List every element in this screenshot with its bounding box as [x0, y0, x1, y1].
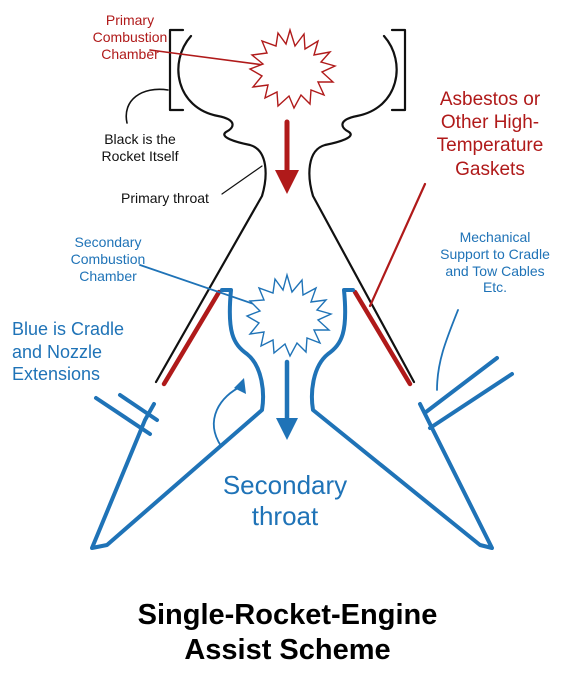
primary-flow-arrow-icon [275, 119, 299, 194]
rocket-left-wall [154, 34, 267, 384]
right-support-arm [424, 356, 514, 430]
throat-label-leader [221, 165, 263, 195]
secondary-throat-line-1: Secondary [222, 470, 348, 500]
secondary-chamber-line-2: Combustion [70, 250, 146, 267]
title-line-2: Assist Scheme [184, 633, 391, 666]
gasket-line-2: Other High- [440, 112, 540, 134]
primary-throat-label: Primary throat [121, 190, 209, 206]
rocket-legend-label: Black is the Rocket Itself [80, 131, 200, 165]
mechanical-support-label: Mechanical Support to Cradle and Tow Cab… [420, 229, 570, 296]
primary-chamber-line-2: Combustion [92, 28, 168, 45]
rocket-label-leader [125, 88, 169, 124]
rocket-legend-line-2: Rocket Itself [101, 147, 179, 164]
secondary-flow-arrow-icon [276, 359, 298, 440]
support-label-leader [436, 309, 459, 391]
rocket-left-bracket [168, 28, 185, 112]
gasket-label-leader [368, 182, 427, 308]
diagram-title: Single-Rocket-Engine Assist Scheme [0, 598, 575, 668]
gasket-label: Asbestos or Other High- Temperature Gask… [420, 88, 560, 181]
secondary-throat-label: Secondary throat [190, 470, 380, 532]
rocket-right-wall [308, 34, 416, 384]
secondary-chamber-label: Secondary Combustion Chamber [48, 234, 168, 284]
right-nozzle-extension [309, 288, 494, 550]
left-support-arm [94, 393, 159, 436]
rocket-body [125, 28, 416, 384]
cradle-legend-line-2: and Nozzle [12, 341, 103, 362]
mechanical-line-3: and Tow Cables [445, 262, 545, 279]
gasket-line-4: Gaskets [455, 158, 525, 180]
mechanical-line-2: Support to Cradle [440, 245, 550, 262]
right-gasket [352, 289, 413, 387]
secondary-combustion-burst-icon [245, 272, 334, 358]
primary-chamber-line-3: Chamber [101, 45, 159, 62]
cradle-legend-line-3: Extensions [12, 364, 101, 384]
left-gasket [161, 289, 222, 387]
gasket-line-1: Asbestos or [439, 89, 541, 110]
cradle [90, 288, 514, 550]
primary-chamber-label: Primary Combustion Chamber [60, 12, 200, 62]
cradle-label-arrow-icon [212, 385, 243, 447]
gasket-line-3: Temperature [436, 135, 544, 157]
primary-chamber-line-1: Primary [105, 12, 155, 28]
mechanical-line-1: Mechanical [459, 229, 531, 245]
primary-combustion-burst-icon [248, 27, 338, 110]
secondary-chamber-line-3: Chamber [79, 267, 137, 284]
rocket-legend-line-1: Black is the [104, 131, 176, 147]
rocket-right-bracket [390, 28, 407, 112]
secondary-chamber-line-1: Secondary [74, 234, 142, 250]
cradle-label-arrowhead [234, 378, 246, 394]
title-line-1: Single-Rocket-Engine [137, 599, 438, 631]
cradle-legend-label: Blue is Cradle and Nozzle Extensions [12, 318, 124, 386]
left-nozzle-extension [90, 288, 266, 550]
secondary-throat-line-2: throat [251, 501, 319, 532]
cradle-legend-line-1: Blue is Cradle [12, 319, 125, 339]
mechanical-line-4: Etc. [482, 279, 508, 296]
